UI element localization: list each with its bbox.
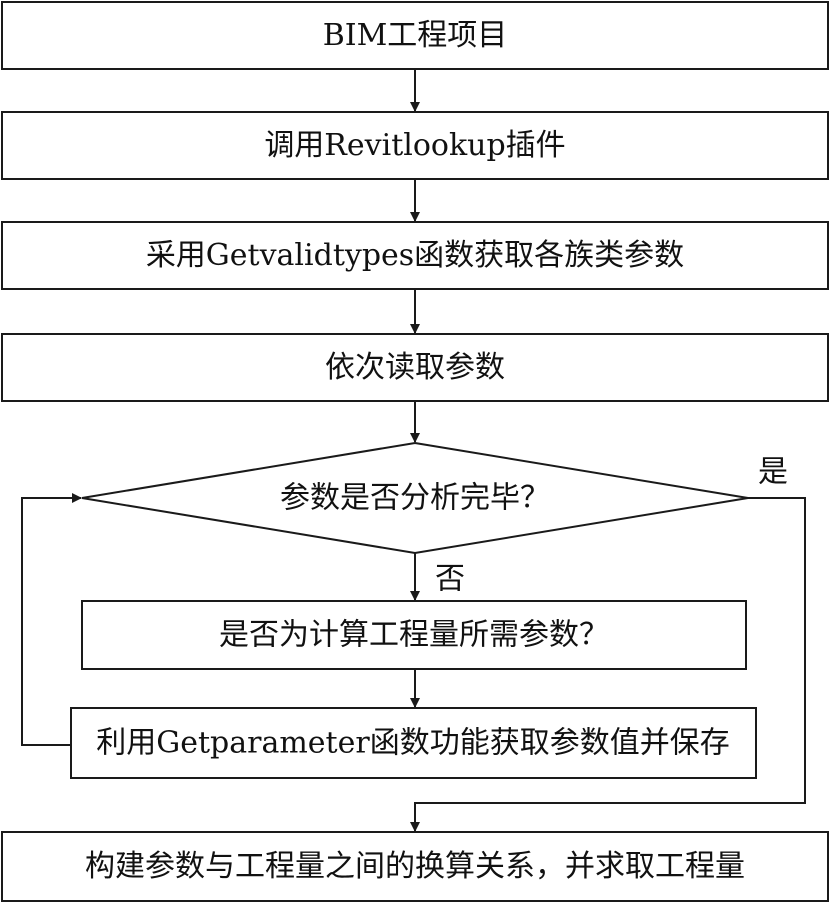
node-get-valid-types: 采用Getvalidtypes函数获取各族类参数 [1,221,829,290]
node-read-params-label: 依次读取参数 [325,350,505,385]
node-bim-project-label: BIM工程项目 [323,18,508,53]
node-read-params: 依次读取参数 [1,333,829,402]
node-get-parameter-label: 利用Getparameter函数功能获取参数值并保存 [96,726,729,761]
edge-label-yes: 是 [758,455,788,490]
node-get-parameter: 利用Getparameter函数功能获取参数值并保存 [70,707,757,779]
node-build-relation-label: 构建参数与工程量之间的换算关系，并求取工程量 [85,849,745,884]
node-get-valid-types-label: 采用Getvalidtypes函数获取各族类参数 [146,238,684,273]
edge-label-no: 否 [435,562,465,597]
node-decision-done-label: 参数是否分析完毕？ [280,481,550,516]
edge-decision-yes [410,497,806,832]
node-call-revitlookup-label: 调用Revitlookup插件 [264,128,565,163]
node-build-relation: 构建参数与工程量之间的换算关系，并求取工程量 [1,831,829,902]
node-decision-needed: 是否为计算工程量所需参数？ [81,600,747,670]
node-decision-done: 参数是否分析完毕？ [81,441,749,555]
edge-loop-back [21,493,82,746]
node-bim-project: BIM工程项目 [1,1,829,70]
node-decision-needed-label: 是否为计算工程量所需参数？ [219,618,609,653]
node-call-revitlookup: 调用Revitlookup插件 [1,111,829,180]
